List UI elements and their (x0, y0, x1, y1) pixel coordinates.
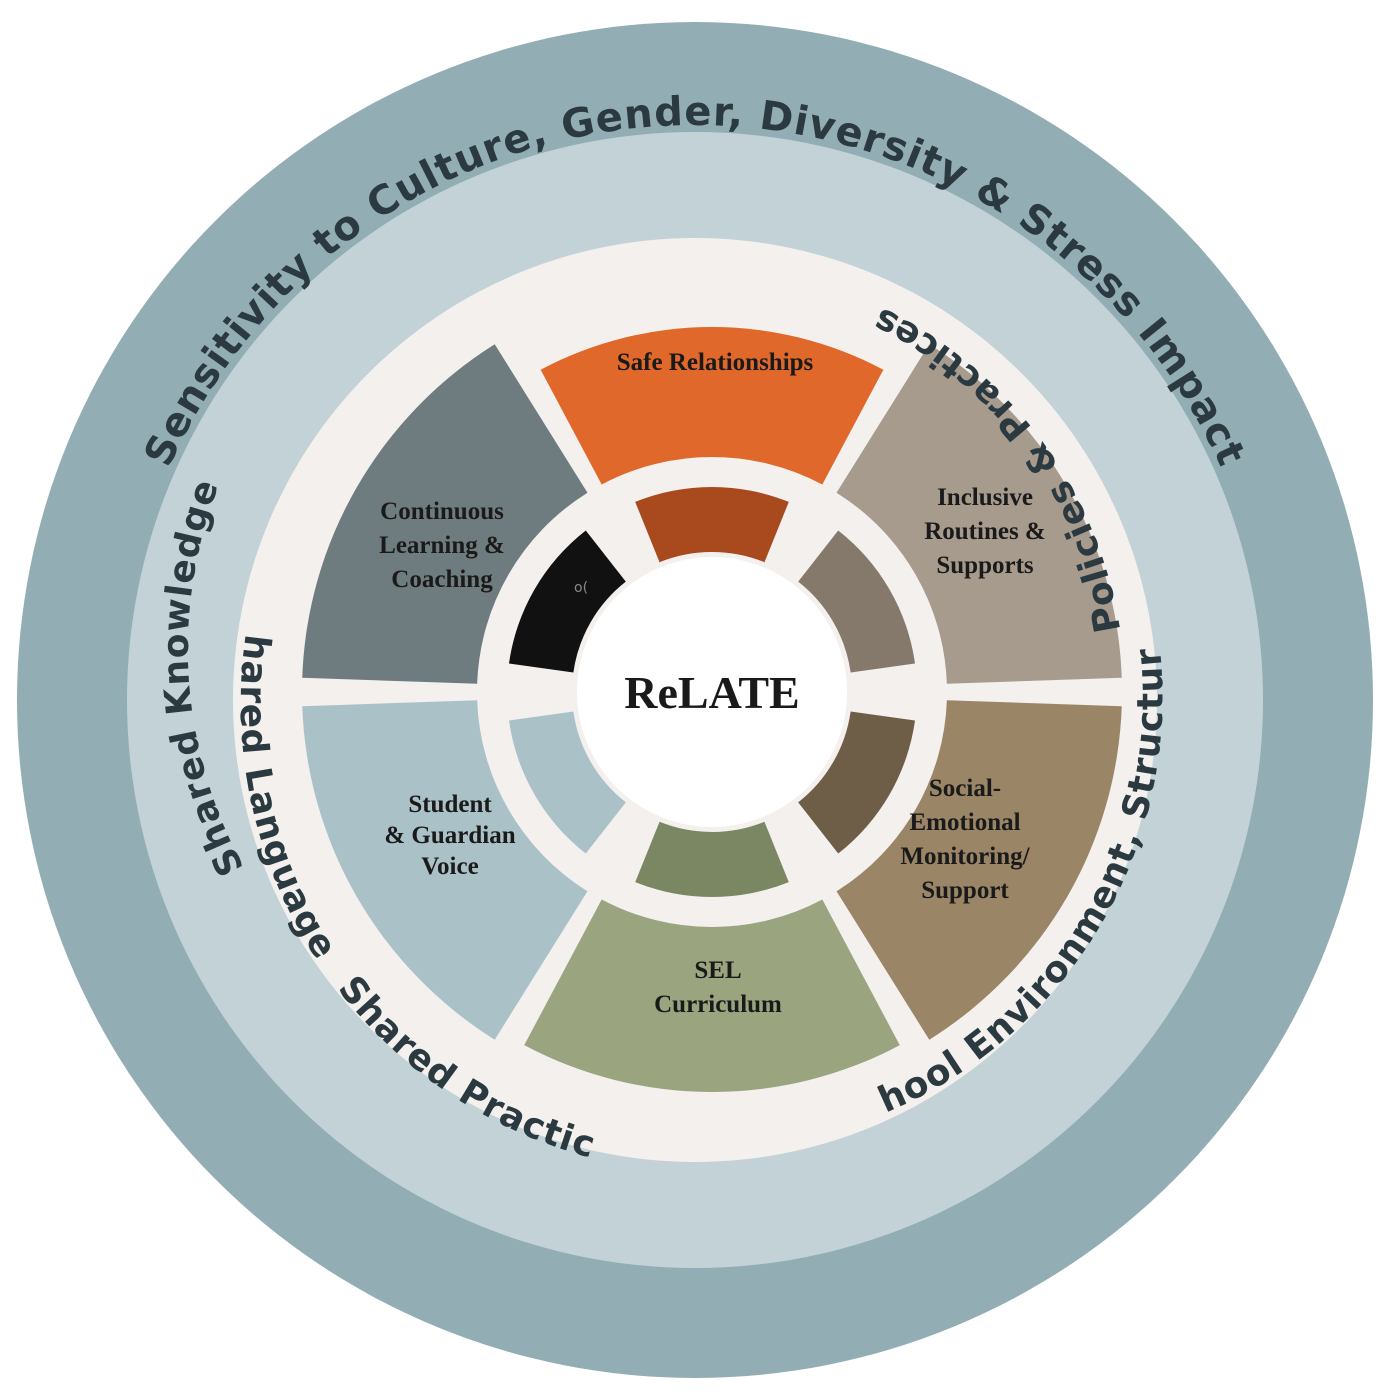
segment-inner-safe (635, 486, 789, 563)
segment-label-line: Continuous (380, 498, 504, 525)
segment-label-line: Routines & (924, 518, 1046, 545)
segment-label-line: SEL (694, 957, 741, 984)
segment-social (836, 700, 1122, 1040)
segment-student (302, 700, 588, 1040)
segment-inner-inclusive (798, 530, 916, 673)
segment-label-line: Safe Relationships (617, 349, 814, 376)
segment-inner-social (798, 711, 916, 854)
segment-safe (540, 327, 884, 485)
segment-sel (524, 899, 900, 1092)
segment-label-line: & Guardian (384, 822, 515, 849)
segment-inclusive (836, 344, 1122, 684)
center-circle (577, 557, 847, 827)
segment-label-line: Curriculum (654, 991, 782, 1018)
segment-label-line: Voice (421, 853, 478, 880)
segment-inner-sel (635, 821, 789, 897)
segment-label-line: Inclusive (937, 484, 1033, 511)
segment-label-sel: SEL Curriculum (654, 957, 782, 1018)
stray-mark: o( (574, 580, 588, 596)
segment-label-line: Support (921, 877, 1009, 904)
segment-label-line: Coaching (391, 566, 493, 593)
segment-label-line: Student (408, 791, 492, 818)
segment-inner-continuous (508, 530, 626, 673)
segment-label-line: Social- (929, 775, 1001, 802)
segment-label-safe: Safe Relationships (617, 349, 814, 376)
segment-label-line: Emotional (909, 809, 1020, 836)
segment-label-line: Learning & (379, 532, 505, 559)
segment-label-line: Monitoring/ (900, 843, 1030, 870)
segment-inner-student (508, 711, 626, 854)
segment-continuous (302, 344, 588, 684)
center-label: ReLATE (624, 667, 800, 718)
segment-label-line: Supports (936, 552, 1034, 579)
